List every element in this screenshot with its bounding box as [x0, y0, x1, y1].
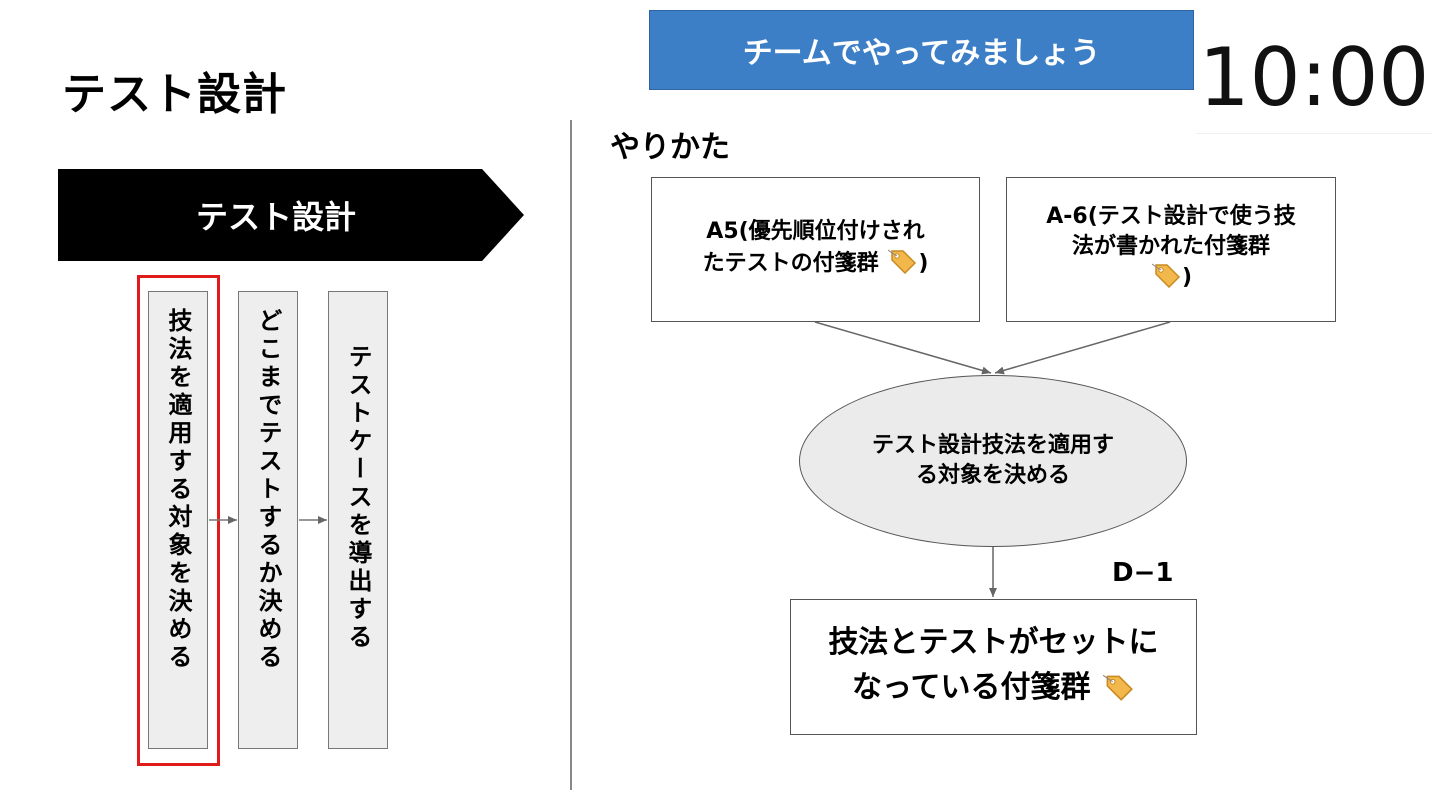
input-text-line2: 法が書かれた付箋群: [1071, 234, 1270, 260]
label-tag-icon: [886, 248, 918, 284]
method-heading: やりかた: [610, 130, 730, 165]
input-close-paren: ): [918, 250, 929, 276]
output-text-line1: 技法とテストがセットに: [828, 625, 1159, 660]
arrow-input1-to-process: [814, 321, 992, 375]
arrow-input2-to-process: [994, 321, 1171, 375]
step-label: どこまでテストするか決める: [254, 308, 282, 672]
label-tag-icon: [1101, 669, 1135, 714]
input-close-paren: ): [1181, 264, 1193, 290]
team-activity-banner: チームでやってみましょう: [649, 10, 1194, 90]
process-ellipse: テスト設計技法を適用する対象を決める: [799, 375, 1187, 547]
countdown-timer: 10:00: [1196, 22, 1432, 134]
output-text-line2: なっている付箋群: [852, 670, 1091, 705]
step-decide-scope: どこまでテストするか決める: [238, 291, 298, 749]
input-box-prioritized-tests: A5(優先順位付けされ たテストの付箋群 ): [651, 177, 980, 322]
panel-divider: [570, 120, 572, 790]
process-label: テスト設計技法を適用する対象を決める: [871, 433, 1114, 488]
stage-label: テスト設計: [195, 198, 356, 236]
input-text-line1: A5(優先順位付けされ: [706, 218, 925, 244]
step-label: 技法を適用する対象を決める: [164, 308, 192, 672]
page-title: テスト設計: [62, 69, 287, 120]
output-code-label: D−1: [1112, 558, 1174, 588]
stage-arrow-test-design: テスト設計: [58, 169, 524, 261]
step-choose-target: 技法を適用する対象を決める: [148, 291, 208, 749]
step-label: テストケースを導出する: [344, 344, 372, 652]
input-text-line1: A-6(テスト設計で使う技: [1046, 204, 1296, 230]
label-tag-icon: [1150, 262, 1182, 297]
output-box: 技法とテストがセットに なっている付箋群: [790, 599, 1197, 735]
input-text-line2: たテストの付箋群: [702, 250, 879, 276]
step-derive-cases: テストケースを導出する: [328, 291, 388, 749]
input-box-technique-notes: A-6(テスト設計で使う技 法が書かれた付箋群 ): [1006, 177, 1336, 322]
